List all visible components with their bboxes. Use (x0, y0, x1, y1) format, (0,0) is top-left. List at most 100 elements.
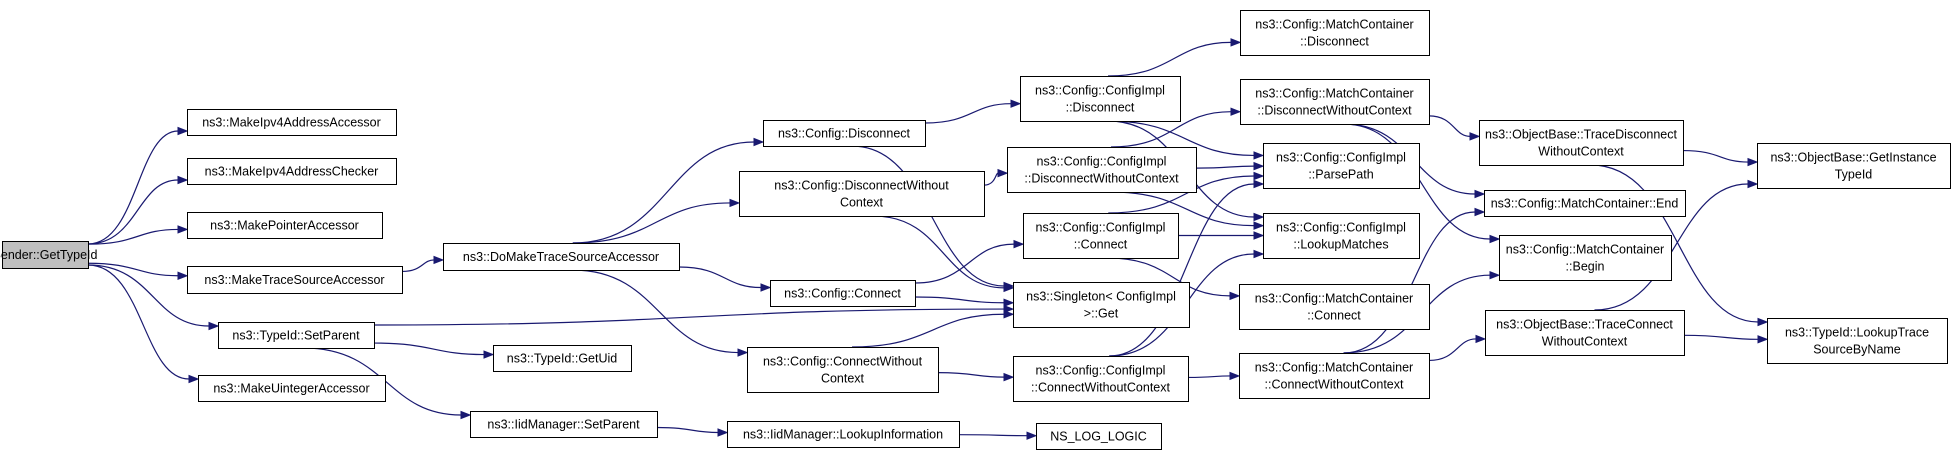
node-implconnect[interactable]: ns3::Config::ConfigImpl::Connect (1023, 213, 1179, 259)
arrow-head-icon (1253, 179, 1265, 189)
node-iidlookupinfo[interactable]: ns3::IidManager::LookupInformation (727, 421, 960, 448)
node-impllookup[interactable]: ns3::Config::ConfigImpl::LookupMatches (1263, 213, 1420, 259)
node-box (443, 243, 680, 271)
arrow-head-icon (1026, 431, 1038, 440)
node-nslogic[interactable]: NS_LOG_LOGIC (1036, 423, 1162, 450)
arrow-head-icon (1003, 304, 1015, 314)
node-label: ns3::ObjectBase::GetInstance (1770, 151, 1936, 165)
node-label: ns3::Config::DisconnectWithout (774, 179, 949, 193)
node-box (1240, 10, 1430, 56)
node-mkptracc[interactable]: ns3::MakePointerAccessor (187, 212, 383, 239)
node-mkipv4acc[interactable]: ns3::MakeIpv4AddressAccessor (187, 109, 397, 136)
edge-domktsacc-to-cfgdisconnect (572, 137, 765, 244)
node-box (1479, 120, 1684, 166)
node-mcdiscwoc[interactable]: ns3::Config::MatchContainer::DisconnectW… (1240, 79, 1430, 125)
node-mcbegin[interactable]: ns3::Config::MatchContainer::Begin (1499, 235, 1672, 281)
arrow-head-icon (1469, 132, 1481, 141)
node-cfgconnwoc[interactable]: ns3::Config::ConnectWithoutContext (747, 347, 939, 393)
edge-cfgconnect-to-implconnect (914, 239, 1025, 284)
arrow-head-icon (1003, 298, 1015, 308)
edge-tidsetparent-to-tidgetuid (373, 342, 495, 359)
node-box (218, 322, 375, 349)
edge-line (1110, 191, 1255, 227)
node-cfgdisconnect[interactable]: ns3::Config::Disconnect (763, 120, 926, 147)
node-label: ::LookupMatches (1293, 238, 1388, 252)
arrow-head-icon (729, 198, 741, 208)
node-label: TypeId (1835, 168, 1873, 182)
edge-cfgdiscwoc-to-singletonget (873, 215, 1015, 293)
edge-mcconnwoc-to-mcend (1343, 207, 1486, 354)
edge-impldiscwoc-to-impllookup (1110, 191, 1265, 230)
node-domktsacc[interactable]: ns3::DoMakeTraceSourceAccessor (443, 243, 680, 271)
node-box (1007, 147, 1197, 193)
node-singletonget[interactable]: ns3::Singleton< ConfigImpl >::Get (1013, 282, 1190, 328)
node-implnodisconnect[interactable]: ns3::Config::ConfigImpl::Disconnect (1020, 76, 1181, 122)
arrow-head-icon (188, 374, 200, 384)
edge-line (937, 372, 1005, 378)
call-edges (87, 38, 1769, 440)
node-implconnwoc[interactable]: ns3::Config::ConfigImpl::ConnectWithoutC… (1013, 356, 1189, 402)
edge-root-to-mkuintacc (87, 264, 200, 384)
arrow-head-icon (1489, 234, 1501, 244)
arrow-head-icon (1253, 161, 1265, 171)
edge-mcconnwoc-to-obtraceconnwoc (1428, 334, 1487, 362)
node-implparsepath[interactable]: ns3::Config::ConfigImpl::ParsePath (1263, 143, 1420, 189)
node-label: WithoutContext (1538, 145, 1624, 159)
edge-line (1343, 211, 1476, 354)
arrow-head-icon (1757, 317, 1769, 327)
node-root[interactable]: Sender::GetTypeId (0, 241, 98, 269)
arrow-head-icon (1253, 212, 1265, 222)
edge-cfgconnwoc-to-implconnwoc (937, 372, 1015, 382)
edge-iidlookupinfo-to-nslogic (958, 431, 1038, 440)
edge-line (958, 434, 1028, 437)
arrow-head-icon (1747, 179, 1759, 189)
node-box (493, 345, 632, 372)
node-label: ns3::Config::ConfigImpl (1276, 221, 1406, 235)
node-impldiscwoc[interactable]: ns3::Config::ConfigImpl::DisconnectWitho… (1007, 147, 1197, 193)
edge-line (873, 215, 1005, 289)
node-box (1013, 282, 1190, 328)
node-mktsacc[interactable]: ns3::MakeTraceSourceAccessor (187, 266, 403, 294)
node-obtracediscwoc[interactable]: ns3::ObjectBase::TraceDisconnectWithoutC… (1479, 120, 1684, 166)
edge-implconnwoc-to-implparsepath (1109, 179, 1265, 357)
node-label: ns3::Config::ConnectWithout (763, 355, 923, 369)
node-box (1036, 423, 1162, 450)
node-label: ns3::IidManager::LookupInformation (743, 428, 943, 442)
node-obtraceconnwoc[interactable]: ns3::ObjectBase::TraceConnectWithoutCont… (1485, 310, 1685, 356)
node-cfgconnect[interactable]: ns3::Config::Connect (770, 280, 916, 307)
node-label: ns3::Singleton< ConfigImpl (1026, 290, 1176, 304)
node-label: Sender::GetTypeId (0, 248, 98, 262)
node-tidgetuid[interactable]: ns3::TypeId::GetUid (493, 345, 632, 372)
node-mkipv4chk[interactable]: ns3::MakeIpv4AddressChecker (187, 158, 397, 185)
node-label: ns3::TypeId::SetParent (232, 329, 360, 343)
node-box (1020, 76, 1181, 122)
arrow-head-icon (1003, 283, 1015, 293)
node-label: ns3::Config::Connect (784, 287, 901, 301)
arrow-head-icon (753, 137, 765, 147)
arrow-head-icon (1747, 157, 1759, 167)
node-iidsetparent[interactable]: ns3::IidManager::SetParent (470, 411, 658, 438)
node-cfgdiscwoc[interactable]: ns3::Config::DisconnectWithoutContext (739, 171, 985, 217)
arrow-head-icon (1253, 171, 1265, 181)
edge-root-to-mkipv4chk (87, 175, 189, 245)
node-label: NS_LOG_LOGIC (1050, 430, 1147, 444)
node-mcdisconnect[interactable]: ns3::Config::MatchContainer::Disconnect (1240, 10, 1430, 56)
node-mkuintacc[interactable]: ns3::MakeUintegerAccessor (198, 375, 386, 402)
edge-line (87, 179, 179, 245)
node-mcend[interactable]: ns3::Config::MatchContainer::End (1484, 190, 1686, 217)
node-label: ns3::Config::ConfigImpl (1276, 151, 1406, 165)
edge-implconnwoc-to-mcconnwoc (1187, 371, 1241, 381)
edge-implconnect-to-mcconnect (1108, 257, 1241, 301)
edge-implconnect-to-implparsepath (1108, 171, 1265, 214)
node-label: ::ConnectWithoutContext (1031, 381, 1170, 395)
edge-line (983, 172, 999, 186)
node-mcconnect[interactable]: ns3::Config::MatchContainer::Connect (1239, 284, 1430, 330)
arrow-head-icon (177, 126, 189, 136)
arrow-head-icon (1013, 239, 1025, 249)
arrow-head-icon (177, 225, 189, 234)
node-label: ns3::ObjectBase::TraceDisconnect (1485, 128, 1678, 142)
node-tidsetparent[interactable]: ns3::TypeId::SetParent (218, 322, 375, 349)
node-mcconnwoc[interactable]: ns3::Config::MatchContainer::ConnectWith… (1239, 353, 1430, 399)
